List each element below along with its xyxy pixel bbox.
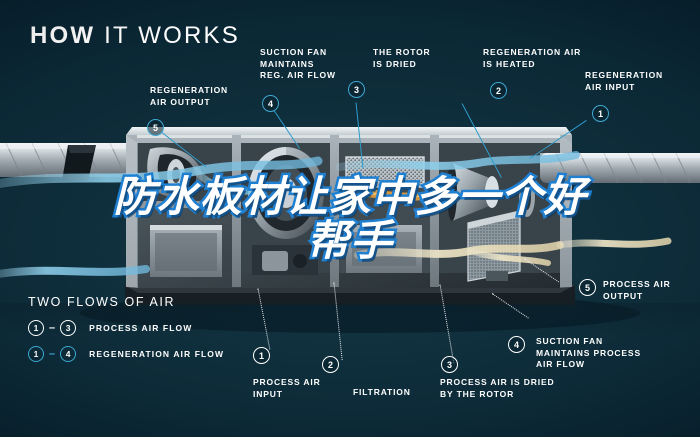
legend-marker-from: 1 <box>28 320 44 336</box>
marker-2-filtration[interactable]: 2 <box>322 356 339 373</box>
legend-dash: – <box>49 348 56 360</box>
callout-regeneration-air-output: REGENERATION AIR OUTPUT <box>150 85 229 107</box>
callout-process-air-output: PROCESS AIR OUTPUT <box>603 279 671 301</box>
legend-title: TWO FLOWS OF AIR <box>28 295 176 309</box>
legend-marker-to: 4 <box>60 346 77 362</box>
marker-5-process-air-output[interactable]: 5 <box>579 279 596 296</box>
legend-dash: – <box>49 322 56 334</box>
airflow-regeneration <box>0 151 580 278</box>
desiccant-dehumidifier-illustration <box>0 127 700 335</box>
callout-suction-fan-process: SUCTION FAN MAINTAINS PROCESS AIR FLOW <box>536 336 641 369</box>
callout-regeneration-air-input: REGENERATION AIR INPUT <box>585 70 664 92</box>
legend-row-process-air-flow: 1 – 3 PROCESS AIR FLOW <box>28 320 224 336</box>
marker-5-regeneration-air-output[interactable]: 5 <box>147 119 164 136</box>
marker-4-suction-fan-reg[interactable]: 4 <box>262 95 279 112</box>
callout-process-air-dried: PROCESS AIR IS DRIED BY THE ROTOR <box>440 377 555 399</box>
marker-2-reg-air-heated[interactable]: 2 <box>490 82 507 99</box>
page-title: HOW IT WORKS <box>30 22 240 50</box>
legend-marker-from: 1 <box>28 346 44 362</box>
legend-marker-to: 3 <box>60 320 77 336</box>
callout-regeneration-air-is-heated: REGENERATION AIR IS HEATED <box>483 47 582 69</box>
callout-process-air-input: PROCESS AIR INPUT <box>253 377 321 399</box>
legend-label: REGENERATION AIR FLOW <box>89 349 225 359</box>
callout-filtration: FILTRATION <box>353 387 411 397</box>
page-title-bold: HOW <box>30 22 96 49</box>
page-title-light: IT WORKS <box>104 22 240 49</box>
legend-label: PROCESS AIR FLOW <box>89 323 193 333</box>
callout-the-rotor-is-dried: THE ROTOR IS DRIED <box>373 47 431 69</box>
marker-1-process-air-input[interactable]: 1 <box>253 347 270 364</box>
legend-row-regeneration-air-flow: 1 – 4 REGENERATION AIR FLOW <box>28 346 224 362</box>
marker-3-process-air-dried[interactable]: 3 <box>441 356 458 373</box>
callout-suction-fan-reg: SUCTION FAN MAINTAINS REG. AIR FLOW <box>260 47 336 80</box>
legend: TWO FLOWS OF AIR 1 – 3 PROCESS AIR FLOW … <box>28 295 224 372</box>
airflow-process <box>354 237 672 266</box>
marker-4-suction-fan-process[interactable]: 4 <box>508 336 525 353</box>
marker-1-reg-air-input[interactable]: 1 <box>592 105 609 122</box>
marker-3-rotor-dried[interactable]: 3 <box>348 81 365 98</box>
cabinet-body <box>125 127 575 305</box>
